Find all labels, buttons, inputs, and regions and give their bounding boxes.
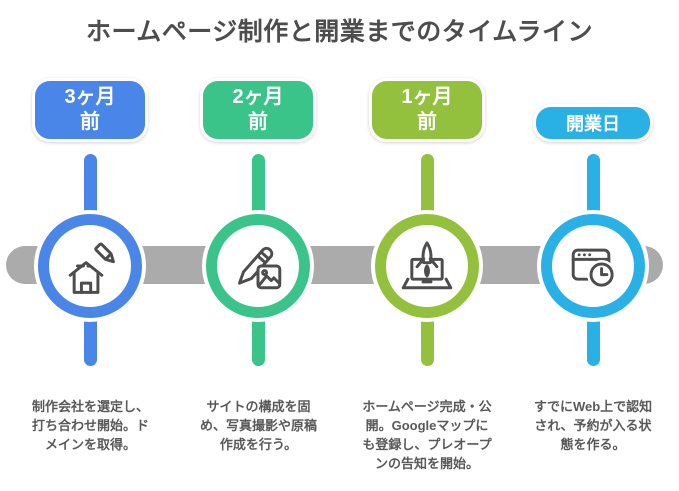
milestone-description: 制作会社を選定し、打ち合わせ開始。ドメインを取得。 — [31, 399, 149, 452]
milestone-description: すでにWeb上で認知され、予約が入る状態を作る。 — [533, 399, 653, 452]
house-edit-icon — [57, 233, 123, 299]
milestone-circle — [375, 214, 479, 318]
rocket-laptop-icon — [394, 233, 460, 299]
page-title: ホームページ制作と開業までのタイムライン — [85, 18, 593, 46]
browser-clock-icon — [560, 233, 626, 299]
milestone-badge: 3ヶ月 前 — [32, 78, 148, 142]
milestone-circle — [206, 214, 310, 318]
milestone-description: ホームページ完成・公開。Googleマップにも登録し、プレオープンの告知を開始。 — [362, 399, 492, 471]
milestone-circle — [541, 214, 645, 318]
milestone-badge: 開業日 — [533, 104, 653, 142]
pencil-photo-icon — [225, 233, 291, 299]
milestone-circle — [38, 214, 142, 318]
milestone-description: サイトの構成を固め、写真撮影や原稿作成を行う。 — [199, 399, 317, 452]
milestone-badge: 1ヶ月 前 — [369, 78, 485, 142]
milestone-badge: 2ヶ月 前 — [200, 78, 316, 142]
